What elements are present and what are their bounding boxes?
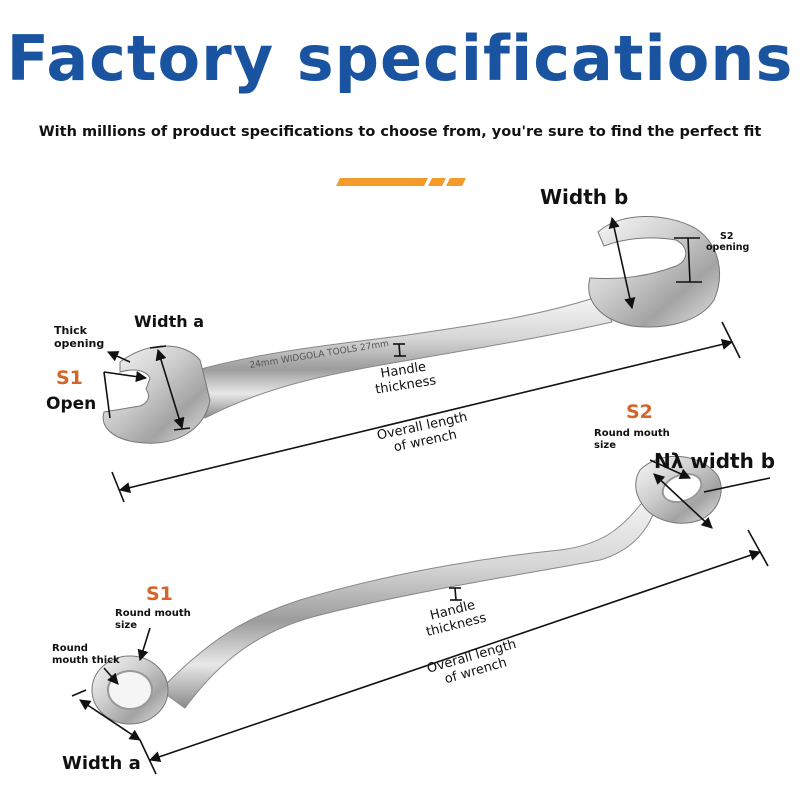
label-s1-bottom: S1 <box>146 583 173 605</box>
label-s2-bottom: S2 <box>626 401 653 423</box>
accent-bar <box>336 178 466 186</box>
ring-wrench <box>91 456 722 725</box>
label-s1-top: S1 <box>56 367 83 389</box>
label-open: Open <box>46 394 97 414</box>
page-title: Factory specifications <box>6 22 794 95</box>
label-thick-opening: Thick opening <box>54 324 105 350</box>
label-width-b-bottom: Nλ width b <box>654 449 776 473</box>
label-width-b-top: Width b <box>540 185 629 209</box>
label-round-mouth-size-top: Round mouth size <box>594 428 670 451</box>
dimension-lines-bottom <box>71 459 771 775</box>
label-round-mouth-thick: Round mouth thick <box>52 643 120 666</box>
label-round-mouth-size-bottom: Round mouth size <box>115 608 191 631</box>
dimension-lines-top <box>103 216 741 503</box>
label-width-a-bottom: Width a <box>62 753 141 774</box>
label-s2-opening: S2 opening <box>706 231 750 253</box>
label-width-a-top: Width a <box>134 312 204 331</box>
page-subtitle: With millions of product specifications … <box>38 124 762 140</box>
